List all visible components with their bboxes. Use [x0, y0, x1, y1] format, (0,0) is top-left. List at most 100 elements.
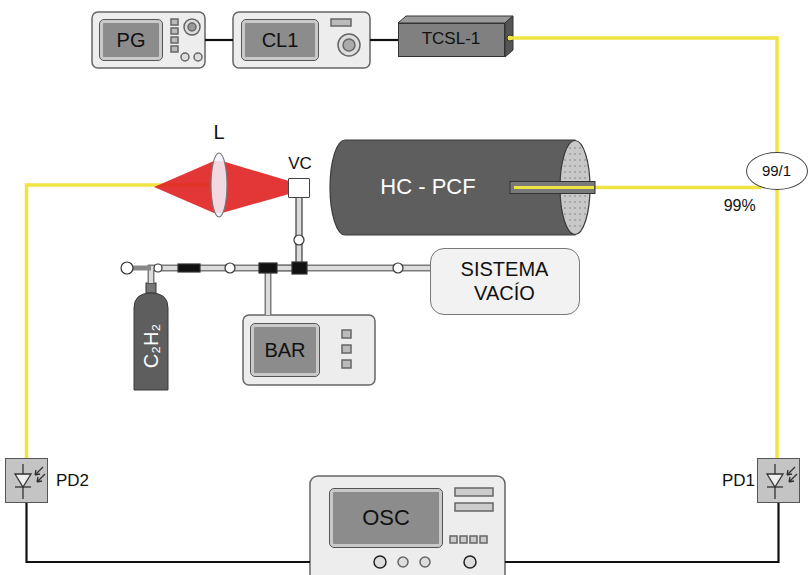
device-body [310, 476, 505, 575]
texture-dot [579, 225, 581, 227]
texture-dot [584, 165, 586, 167]
fiber-line [595, 186, 762, 190]
tee-fitting [292, 262, 307, 274]
text-holder: PD2 [56, 459, 106, 504]
device-screen: BAR [251, 324, 319, 376]
text-holder: OSC [333, 492, 439, 544]
light-arrows [35, 467, 45, 482]
texture-dot [569, 225, 571, 227]
knob [188, 23, 196, 31]
button [171, 46, 178, 52]
button [342, 360, 351, 368]
texture-dot [564, 171, 566, 173]
texture-dot [579, 219, 581, 221]
texture-dot [579, 195, 581, 197]
node-label: CL1 [262, 28, 299, 52]
bnc-connector [420, 557, 430, 567]
text-holder: C₂H₂ [134, 302, 168, 390]
texture-dot [584, 171, 586, 173]
signal-cable [205, 40, 233, 41]
texture-dot [574, 201, 576, 203]
device-body [243, 315, 375, 385]
text-holder: HC - PCF [348, 140, 508, 235]
valve [393, 263, 403, 273]
knob [338, 34, 360, 56]
cable-line [205, 39, 233, 41]
text-holder: BAR [254, 327, 316, 373]
photodetector: PD1 [757, 458, 800, 503]
node-label: TCSL-1 [422, 29, 481, 49]
photodiode-symbol [767, 464, 797, 499]
texture-dot [574, 171, 576, 173]
button [171, 28, 178, 34]
texture-dot [564, 201, 566, 203]
pg-device [92, 12, 205, 68]
text-holder: SISTEMA VACÍO [431, 249, 578, 313]
texture-dot [574, 225, 576, 227]
texture-dot [574, 177, 576, 179]
texture-dot [574, 213, 576, 215]
bar-device [243, 315, 375, 385]
fiber-core [514, 186, 594, 189]
texture-dot [569, 219, 571, 221]
texture-dot [574, 207, 576, 209]
texture-dot [574, 153, 576, 155]
texture-dot [569, 147, 571, 149]
texture-dot [569, 201, 571, 203]
text-holder: 99/1 [747, 153, 806, 188]
fiber-coupler: 99/1 [746, 152, 808, 190]
fiber-line [775, 190, 779, 458]
node-label: PD2 [56, 471, 89, 491]
bnc-connector [398, 557, 408, 567]
device-screen: OSC [330, 489, 442, 547]
fiber-line [27, 185, 211, 458]
button [171, 19, 178, 25]
hollow-core-fiber: HC - PCF [330, 140, 595, 235]
texture-dot [579, 147, 581, 149]
knob [343, 39, 355, 51]
gas-cylinder: C₂H₂ [134, 292, 168, 390]
vacuum-chamber: VC [288, 178, 310, 198]
button [480, 536, 487, 543]
diode-bar [767, 486, 783, 487]
bnc-connector [464, 556, 476, 568]
texture-dot [579, 171, 581, 173]
texture-dot [579, 213, 581, 215]
cl1-device [233, 12, 370, 68]
signal-cable [27, 503, 311, 562]
texture-dot [579, 165, 581, 167]
texture-dot [564, 159, 566, 161]
texture-dot [569, 153, 571, 155]
texture-dot [574, 219, 576, 221]
texture-dot [569, 171, 571, 173]
device-screen: PG [100, 20, 162, 60]
cable-line [505, 503, 779, 562]
optical-fiber [777, 190, 778, 458]
vacuum-system: SISTEMA VACÍO [430, 248, 580, 315]
light-arrows [787, 467, 797, 482]
texture-dot [579, 207, 581, 209]
texture-dot [564, 165, 566, 167]
texture-dot [569, 177, 571, 179]
text-holder: L [200, 118, 238, 146]
node-label: HC - PCF [380, 174, 475, 200]
photodiode-symbol [15, 464, 45, 499]
valve [225, 263, 235, 273]
diode-triangle [15, 474, 31, 487]
optical-fiber [27, 185, 211, 458]
text-holder: CL1 [245, 23, 315, 57]
cylinder-outline [134, 293, 168, 390]
node-label: PD1 [722, 471, 755, 491]
device-body [233, 12, 370, 68]
button [455, 503, 493, 511]
texture-dot [584, 159, 586, 161]
texture-dot [564, 177, 566, 179]
button [460, 536, 467, 543]
texture-dot [574, 165, 576, 167]
texture-dot [564, 213, 566, 215]
diode-bar [15, 486, 31, 487]
texture-dot [569, 159, 571, 161]
fiber-line [508, 38, 777, 152]
node-label: L [213, 120, 224, 144]
node-label: PG [117, 28, 146, 52]
